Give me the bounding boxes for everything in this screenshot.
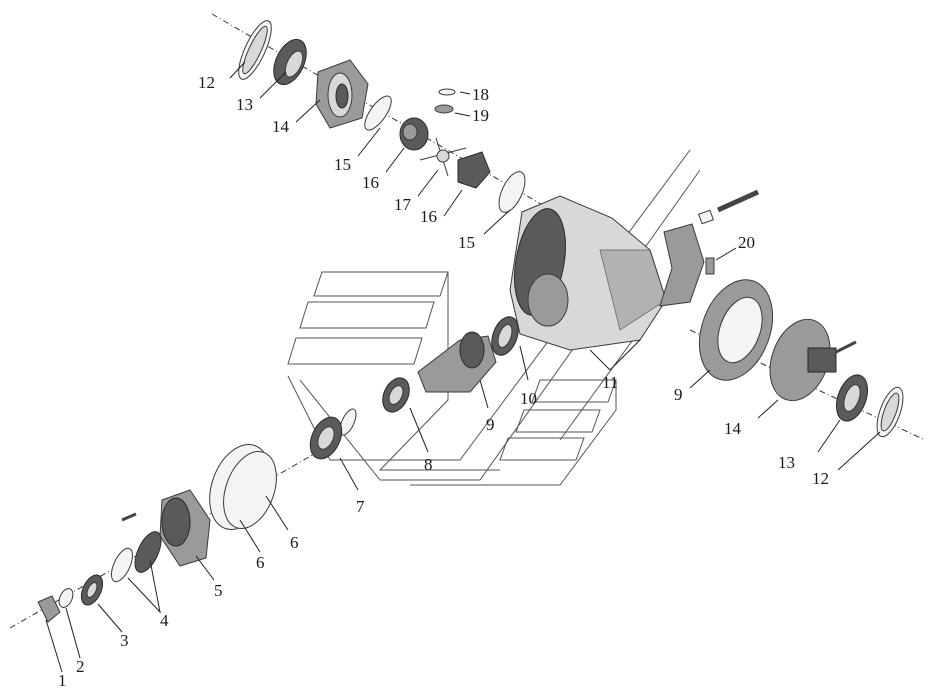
callout-2: 2 bbox=[76, 657, 85, 676]
callout-6-outer: 6 bbox=[290, 533, 299, 552]
part-14-right bbox=[769, 318, 857, 402]
callout-9-pinion: 9 bbox=[486, 415, 495, 434]
part-5 bbox=[159, 489, 211, 567]
callout-17: 17 bbox=[394, 195, 412, 214]
callout-5: 5 bbox=[214, 581, 223, 600]
part-7 bbox=[309, 408, 357, 460]
part-14-upper bbox=[315, 59, 369, 129]
part-3 bbox=[80, 574, 104, 606]
part-12-right bbox=[876, 386, 904, 438]
part-6 bbox=[209, 444, 277, 530]
part-17-spider bbox=[419, 137, 467, 177]
callout-16-upper-2: 16 bbox=[420, 207, 437, 226]
part-9-pinion bbox=[417, 331, 497, 393]
part-2 bbox=[58, 588, 74, 608]
callout-19: 19 bbox=[472, 106, 489, 125]
callout-12-upper: 12 bbox=[198, 73, 215, 92]
callout-14-upper: 14 bbox=[272, 117, 290, 136]
part-13-upper bbox=[273, 38, 307, 86]
callout-16-upper: 16 bbox=[362, 173, 379, 192]
part-15-upper-2 bbox=[498, 171, 526, 213]
callout-13-upper: 13 bbox=[236, 95, 253, 114]
callout-15-upper-2: 15 bbox=[458, 233, 475, 252]
part-13-right bbox=[835, 374, 869, 422]
part-1 bbox=[37, 595, 61, 623]
callout-3: 3 bbox=[120, 631, 129, 650]
callout-15-upper: 15 bbox=[334, 155, 351, 174]
part-12-upper bbox=[238, 20, 272, 80]
part-20 bbox=[705, 257, 715, 275]
callout-13-right: 13 bbox=[778, 453, 795, 472]
callout-6-inner: 6 bbox=[256, 553, 265, 572]
callout-14-right: 14 bbox=[724, 419, 742, 438]
part-bolt bbox=[698, 189, 760, 225]
part-16-upper bbox=[399, 117, 429, 151]
callout-11: 11 bbox=[602, 373, 618, 392]
callout-10: 10 bbox=[520, 389, 537, 408]
part-19 bbox=[434, 104, 454, 114]
part-4 bbox=[110, 512, 162, 583]
part-8 bbox=[382, 377, 410, 413]
part-11-bearing-cap bbox=[659, 223, 705, 307]
callout-18: 18 bbox=[472, 85, 489, 104]
callout-20: 20 bbox=[738, 233, 755, 252]
part-15-upper bbox=[364, 95, 392, 131]
part-9-ring-gear bbox=[698, 279, 774, 381]
callout-4: 4 bbox=[160, 611, 169, 630]
callout-8: 8 bbox=[424, 455, 433, 474]
part-18 bbox=[438, 88, 456, 96]
part-10 bbox=[491, 316, 519, 356]
leader-lines bbox=[45, 61, 881, 673]
part-16-upper-2 bbox=[457, 151, 491, 189]
callout-9-ring-gear: 9 bbox=[674, 385, 683, 404]
callout-7: 7 bbox=[356, 497, 365, 516]
ghost-outline-right bbox=[410, 329, 641, 486]
part-11-housing bbox=[509, 195, 667, 351]
callout-12-right: 12 bbox=[812, 469, 829, 488]
callout-1: 1 bbox=[58, 671, 67, 690]
